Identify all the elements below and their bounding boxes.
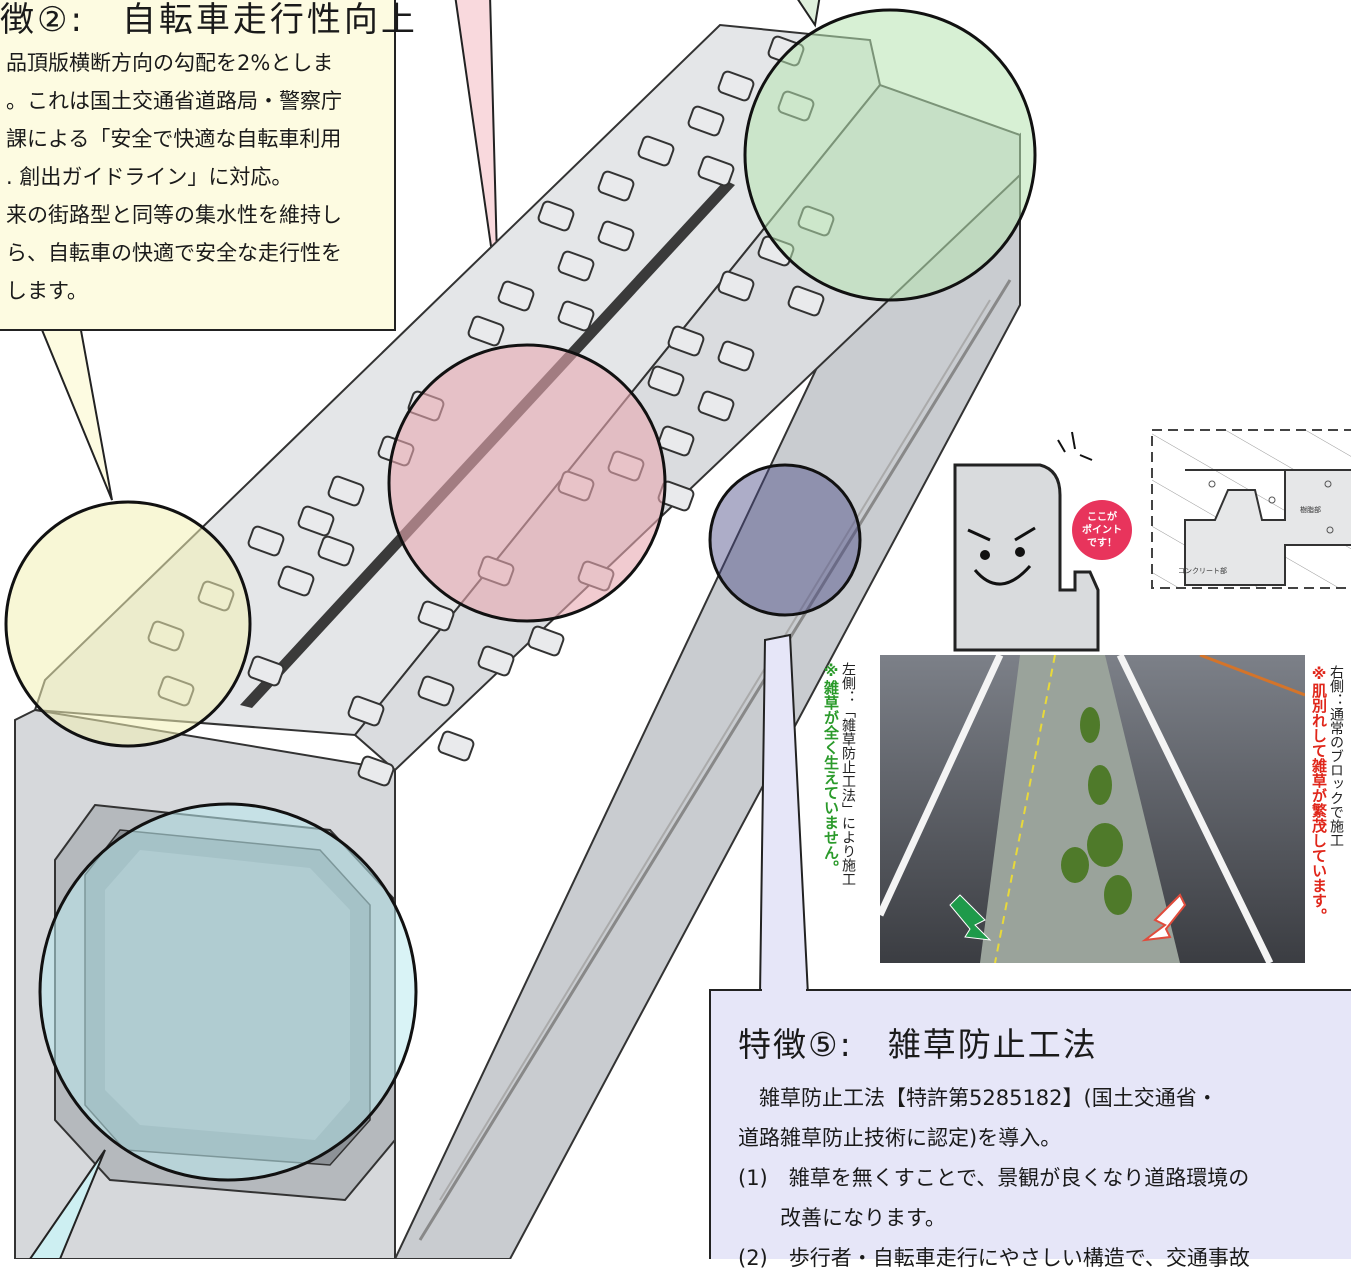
callout2-box (0, 0, 396, 331)
callout-feature-5-body: 雑草防止工法【特許第5285182】(国土交通省・ 道路雑草防止技術に認定)を導… (738, 1078, 1338, 1278)
callout-line: 雑草防止工法【特許第5285182】(国土交通省・ (738, 1086, 1218, 1110)
callout-line: 道路雑草防止技術に認定)を導入。 (738, 1126, 1062, 1150)
callout-line: 改善になります。 (738, 1206, 946, 1230)
callout-line: . 創出ガイドライン」に対応。 (6, 165, 293, 189)
callout-feature-2: 徴②: 自転車走行性向上 品頂版横断方向の勾配を2%としま 。これは国土交通省道… (0, 0, 415, 330)
top-callout-tail-red (454, 0, 499, 296)
highlight-circle-navy (708, 463, 862, 617)
left-caption-line2: ※雑草が全く生えていません。 (822, 662, 840, 875)
road-photo (880, 655, 1305, 963)
concrete-part-label: コンクリート部 (1178, 567, 1227, 575)
highlight-circle-cyan (38, 802, 418, 1182)
top-callout-tail-green (797, 0, 821, 28)
point-badge-line: ここが (1087, 511, 1117, 523)
callout-line: 。これは国土交通省道路局・警察庁 (6, 89, 342, 113)
mascot-character-icon (953, 431, 1100, 652)
highlight-circle-yellow (4, 500, 252, 748)
callout-line: 来の街路型と同等の集水性を維持し (6, 203, 342, 227)
right-caption-line2: ※肌別れして雑草が繁茂しています。 (1310, 665, 1328, 923)
highlight-circle-green (743, 8, 1037, 302)
callout-line: します。 (6, 279, 88, 303)
callout5-box (709, 989, 1351, 1259)
cross-section-diagram (1151, 429, 1351, 589)
left-photo-caption: 左側：「雑草防止工法」により施工 ※雑草が全く生えていません。 (822, 662, 856, 886)
callout-line: 品頂版横断方向の勾配を2%としま (6, 51, 334, 75)
callout-line: (2) 歩行者・自転車走行にやさしい構造で、交通事故 (738, 1246, 1250, 1270)
point-badge-line: ポイント (1082, 524, 1122, 536)
callout-line: ら、自転車の快適で安全な走行性を (6, 241, 342, 265)
point-badge: ここが ポイント です！ (1072, 500, 1132, 560)
highlight-circle-red (387, 343, 667, 623)
callout-line: 課による「安全で快適な自転車利用 (6, 127, 342, 151)
callout-feature-2-body: 品頂版横断方向の勾配を2%としま 。これは国土交通省道路局・警察庁 課による「安… (6, 44, 342, 310)
callout-line: (1) 雑草を無くすことで、景観が良くなり道路環境の (738, 1166, 1250, 1190)
callout-feature-5: 特徴⑤: 雑草防止工法 雑草防止工法【特許第5285182】(国土交通省・ 道路… (710, 990, 1351, 1270)
right-caption-line1: 右側：通常のブロックで施工 (1328, 665, 1344, 847)
right-photo-caption: 右側：通常のブロックで施工 ※肌別れして雑草が繁茂しています。 (1310, 665, 1344, 923)
resin-part-label: 樹脂部 (1300, 506, 1321, 514)
left-caption-line1: 左側：「雑草防止工法」により施工 (840, 662, 856, 886)
point-badge-line: です！ (1087, 537, 1117, 549)
callout-feature-5-title: 特徴⑤: 雑草防止工法 (738, 1025, 1098, 1064)
callout2-tail (38, 324, 113, 501)
cyan-callout-tail (28, 1149, 106, 1259)
callout-feature-2-title: 徴②: 自転車走行性向上 (0, 0, 418, 40)
